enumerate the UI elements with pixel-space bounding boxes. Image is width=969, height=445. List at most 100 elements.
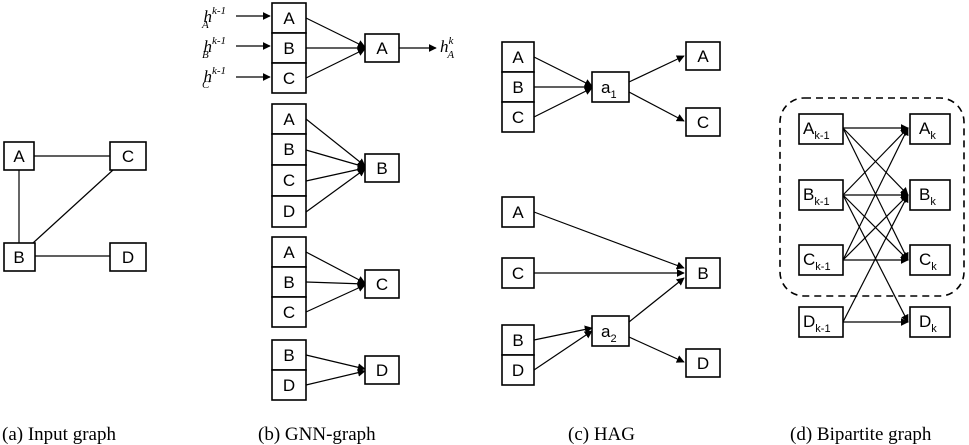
gnn-g2-node-b [271, 133, 307, 166]
hag-top-node-b-label: B [512, 78, 523, 97]
hag-out-node-d [685, 348, 721, 378]
hag-bottom-node-c-label: C [512, 264, 524, 283]
gnn-g2-edge-a [305, 118, 366, 167]
hag-out-node-d-label: D [697, 354, 709, 373]
input-node-c-label: C [122, 147, 134, 166]
gnn-target-d [364, 355, 400, 385]
hag-bottom-node-c [501, 257, 535, 289]
gnn-target-c-label: C [376, 275, 388, 294]
hag-bottom-node-d-label: D [512, 361, 524, 380]
edge-b-c [32, 169, 114, 244]
input-node-a [3, 141, 35, 171]
gnn-g3-edge-b [305, 279, 366, 288]
gnn-g2-node-b-label: B [283, 140, 294, 159]
bip-left-node-d [798, 306, 844, 338]
gnn-g3-edge-c [305, 284, 366, 313]
gnn-g4-edge-b [305, 354, 366, 372]
bip-edge-c-a [842, 127, 909, 261]
bip-left-node-a-label: Ak-1 [803, 119, 830, 142]
bip-left-node-b-label: Bk-1 [803, 185, 830, 208]
gnn-g2-edge-c [305, 165, 366, 182]
hag-out-node-c-label: C [697, 113, 709, 132]
gnn-g2-node-d-label: D [283, 202, 295, 221]
hag-top-node-c-label: C [512, 108, 524, 127]
gnn-g2-edge-d [305, 168, 366, 213]
hag-out-node-b [685, 257, 721, 289]
gnn-g1-edge-a [305, 17, 366, 48]
caption-c: (c) HAG [568, 424, 635, 445]
bip-left-node-b [798, 179, 844, 211]
gnn-g1-node-b-label: B [283, 39, 294, 58]
gnn-g3-node-b-label: B [283, 273, 294, 292]
bip-left-node-d-label: Dk-1 [803, 312, 831, 335]
gnn-g2-node-c-label: C [283, 171, 295, 190]
gnn-g2-edge-b [305, 149, 366, 169]
hag-edge-a-a1 [533, 56, 593, 87]
hag-edge-c-a1 [533, 87, 593, 118]
bip-edge-c-b [842, 194, 909, 261]
hag-edge-a-b [533, 211, 685, 270]
input-node-d-label: D [122, 248, 134, 267]
gnn-target-b-label: B [376, 159, 387, 178]
hag-out-node-b-label: B [697, 264, 708, 283]
hag-bottom-node-a [501, 196, 535, 228]
gnn-g3-edge-a [305, 251, 366, 284]
hag-edge-d-a2 [533, 330, 593, 371]
bip-right-node-c [909, 244, 951, 276]
gnn-g3-node-a-label: A [283, 243, 295, 262]
gnn-g1-node-a-label: A [283, 9, 295, 28]
panel-bipartite-graph: Ak-1 Bk-1 Ck-1 Dk-1 Ak Bk Ck Dk (d) Bipa… [779, 97, 965, 445]
caption-b: (b) GNN-graph [258, 424, 376, 445]
hag-edge-a2-d [628, 336, 685, 363]
hag-bottom-node-a-label: A [512, 203, 524, 222]
hag-agg-node-a1 [591, 71, 630, 103]
caption-a: (a) Input graph [2, 424, 116, 445]
bip-left-node-c [798, 244, 844, 276]
gnn-target-c [364, 269, 400, 299]
gnn-g4-node-b [271, 339, 307, 371]
gnn-g2-node-a-label: A [283, 110, 295, 129]
caption-d: (d) Bipartite graph [790, 424, 932, 445]
gnn-g4-node-d-label: D [283, 376, 295, 395]
gnn-g1-node-c-label: C [283, 69, 295, 88]
gnn-g2-node-d [271, 195, 307, 228]
bip-right-node-b-label: Bk [919, 185, 936, 208]
gnn-g1-node-b [271, 32, 307, 64]
gnn-target-b [364, 153, 400, 183]
gnn-g1-edge-c [305, 48, 366, 79]
input-node-b-label: B [13, 248, 24, 267]
gnn-g3-node-c-label: C [283, 303, 295, 322]
bip-right-node-c-label: Ck [919, 250, 937, 273]
gnn-g4-node-d [271, 369, 307, 401]
hag-agg-node-a2 [591, 315, 630, 347]
input-node-a-label: A [13, 147, 25, 166]
input-node-d [109, 242, 147, 272]
bip-edge-d-b [842, 194, 909, 323]
gnn-g4-node-b-label: B [283, 346, 294, 365]
bip-right-node-d-label: Dk [919, 312, 937, 335]
bip-right-node-b [909, 179, 951, 211]
gnn-target-d-label: D [376, 361, 388, 380]
hag-agg-node-a1-label: a1 [601, 78, 617, 101]
hag-edge-a1-c [628, 91, 685, 122]
bip-left-node-c-label: Ck-1 [803, 250, 831, 273]
gnn-target-a-label: A [376, 39, 388, 58]
hag-out-node-c [685, 107, 721, 137]
panel-input-graph: A C B D (a) Input graph [2, 141, 147, 445]
hag-out-node-a-label: A [697, 47, 709, 66]
bip-right-node-a [909, 113, 951, 145]
gnn-g3-node-c [271, 296, 307, 328]
panel-hag: A B C a1 A C A C B D a2 B D (c) [501, 41, 721, 445]
gnn-g3-node-b [271, 266, 307, 298]
bip-right-node-a-label: Ak [919, 119, 936, 142]
gnn-g4-edge-d [305, 368, 366, 386]
hag-edge-b-a2 [533, 325, 593, 341]
hag-edge-a1-a [628, 55, 685, 83]
hag-bottom-node-b-label: B [512, 331, 523, 350]
hag-agg-node-a2-label: a2 [601, 322, 617, 345]
hag-top-node-a-label: A [512, 48, 524, 67]
hag-out-node-a [685, 41, 721, 71]
